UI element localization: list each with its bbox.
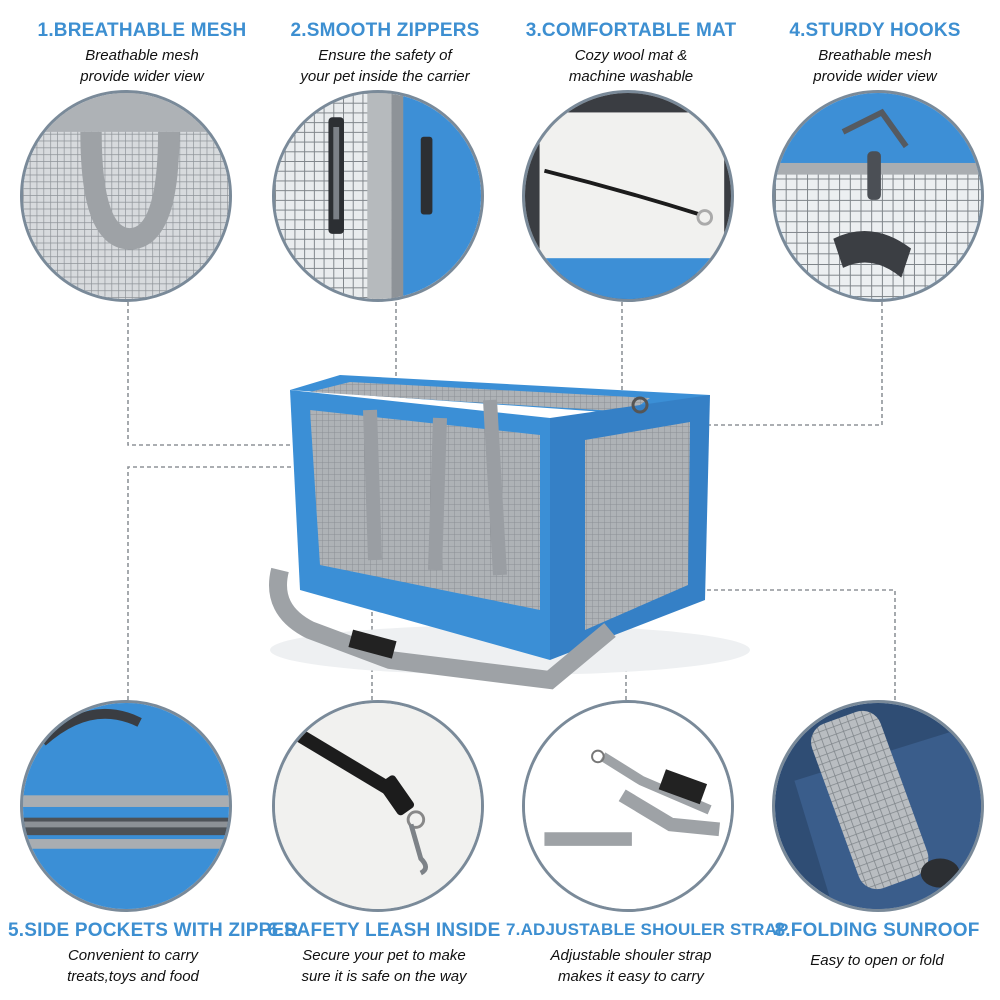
mat-closeup-image [522, 90, 734, 302]
desc-line: Ensure the safety of [318, 47, 452, 64]
desc-line: treats,toys and food [67, 968, 199, 985]
feature-desc-comfortable-mat: Cozy wool mat & machine washable [506, 45, 756, 87]
desc-line: sure it is safe on the way [301, 968, 467, 985]
desc-line: Cozy wool mat & [574, 47, 688, 64]
feature-title-smooth-zippers: 2.SMOOTH ZIPPERS [290, 20, 480, 41]
feature-desc-folding-sunroof: Easy to open or fold [752, 950, 1000, 971]
zipper-closeup-image [272, 90, 484, 302]
feature-title-sturdy-hooks: 4.STURDY HOOKS [789, 20, 961, 41]
pet-carrier-image [269, 375, 750, 690]
feature-title-side-pockets: 5.SIDE POCKETS WITH ZIPPER [8, 920, 299, 941]
desc-line: makes it easy to carry [558, 968, 704, 985]
pocket-closeup-image [20, 700, 232, 912]
feature-desc-smooth-zippers: Ensure the safety of your pet inside the… [260, 45, 510, 87]
desc-line: your pet inside the carrier [300, 68, 470, 85]
mesh-closeup-image [20, 90, 232, 302]
feature-title-comfortable-mat: 3.COMFORTABLE MAT [525, 20, 737, 41]
desc-line: provide wider view [80, 68, 204, 85]
feature-title-adjustable-strap: 7.ADJUSTABLE SHOULER STRAP [506, 920, 789, 939]
leash-closeup-image [272, 700, 484, 912]
feature-title-breathable-mesh: 1.BREATHABLE MESH [37, 20, 247, 41]
feature-title-folding-sunroof: 8.FOLDING SUNROOF [774, 920, 980, 941]
desc-line: Convenient to carry [67, 947, 199, 964]
feature-desc-adjustable-strap: Adjustable shouler strap makes it easy t… [506, 945, 756, 987]
desc-line: machine washable [568, 68, 694, 85]
feature-desc-sturdy-hooks: Breathable mesh provide wider view [750, 45, 1000, 87]
feature-desc-safety-leash: Secure your pet to make sure it is safe … [259, 945, 509, 987]
desc-line: Breathable mesh [85, 47, 199, 64]
desc-line: Easy to open or fold [810, 952, 944, 969]
feature-desc-breathable-mesh: Breathable mesh provide wider view [17, 45, 267, 87]
desc-line: Breathable mesh [818, 47, 932, 64]
hook-closeup-image [772, 90, 984, 302]
desc-line: Secure your pet to make [302, 947, 466, 964]
sunroof-closeup-image [772, 700, 984, 912]
feature-desc-side-pockets: Convenient to carry treats,toys and food [8, 945, 258, 987]
feature-title-safety-leash: 6.SAFETY LEASH INSIDE [267, 920, 501, 941]
desc-line: provide wider view [813, 68, 937, 85]
strap-closeup-image [522, 700, 734, 912]
desc-line: Adjustable shouler strap [550, 947, 712, 964]
